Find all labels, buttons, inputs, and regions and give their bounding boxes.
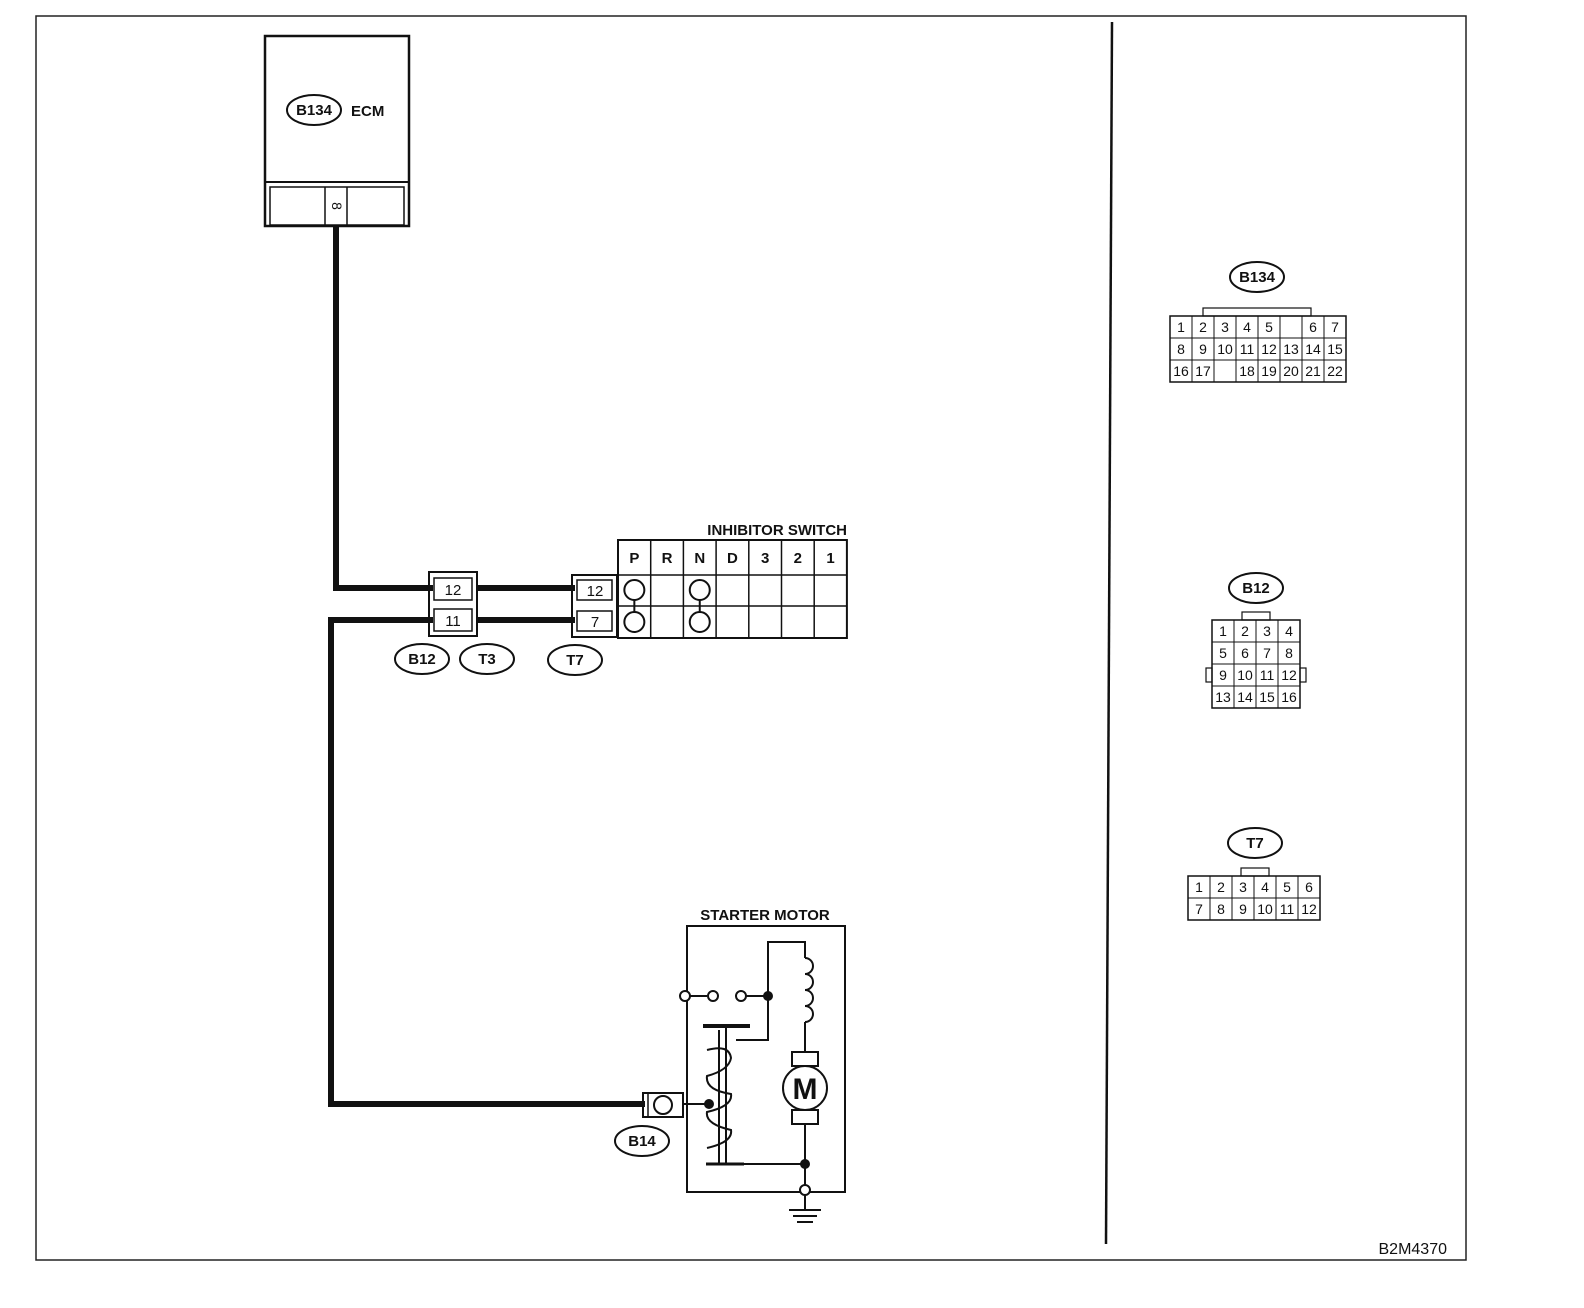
starter-motor-title: STARTER MOTOR [700,907,830,924]
switch-contact [623,611,646,633]
connector-pin-number: 6 [1309,319,1317,335]
switch-position-label: 3 [761,550,769,567]
connector-pin-number: 18 [1239,363,1255,379]
ecm-pin-label: 8 [329,202,345,210]
connector-pin-number: 9 [1219,667,1227,683]
joint-pin-bottom: 11 [445,613,461,630]
switch-pin-top: 12 [587,583,604,600]
wiring-harness [328,226,645,1107]
connector-pin-number: 10 [1257,901,1273,917]
switch-pin-bottom: 7 [591,614,599,631]
connector-pin-number: 16 [1173,363,1189,379]
connector-pin-number: 1 [1195,879,1203,895]
connector-pin-number: 3 [1263,623,1271,639]
connector-pin-number: 3 [1221,319,1229,335]
connector-pin-number: 11 [1240,341,1255,357]
ecm-connector-label: B134 [296,102,333,119]
connector-pin-number: 7 [1331,319,1339,335]
connector-pin-number: 1 [1219,623,1227,639]
connector-pin-number: 20 [1283,363,1299,379]
switch-grid [617,539,848,639]
motor-symbol: M [793,1073,818,1106]
switch-position-label: N [694,550,705,567]
connector-pin-number: 4 [1243,319,1251,335]
connector-pin-number: 12 [1301,901,1317,917]
connector-view-label: T7 [1246,835,1264,852]
switch-position-label: 1 [826,550,834,567]
connector-pin-number: 1 [1177,319,1185,335]
switch-position-label: 2 [794,550,802,567]
connector-pin-number: 22 [1327,363,1343,379]
connector-pin-number: 2 [1241,623,1249,639]
joint-connector: 12 11 B12 T3 [394,571,515,675]
connector-pin-number: 21 [1305,363,1321,379]
connector-pin-number: 9 [1239,901,1247,917]
switch-position-label: D [727,550,738,567]
switch-connector-label: T7 [566,652,584,669]
figure-code: B2M4370 [1379,1241,1448,1258]
switch-contact [688,579,711,601]
connector-pin-number: 3 [1239,879,1247,895]
connector-pin-number: 6 [1305,879,1313,895]
connector-pin-number: 12 [1281,667,1297,683]
connector-pin-number: 8 [1177,341,1185,357]
diagram-frame [35,15,1467,1261]
connector-pin-number: 14 [1237,689,1253,705]
switch-contact [688,611,711,633]
connector-view-label: B12 [1242,580,1270,597]
connector-pin-number: 13 [1215,689,1231,705]
connector-pin-number: 17 [1195,363,1211,379]
connector-pin-number: 4 [1261,879,1269,895]
switch-contact [623,579,646,601]
connector-view-label: B134 [1239,269,1276,286]
connector-pin-number: 15 [1327,341,1343,357]
connector-pin-number: 12 [1261,341,1277,357]
connector-pin-number: 10 [1217,341,1233,357]
connector-pin-number: 14 [1305,341,1321,357]
ecm-unit: B134 ECM 8 [263,34,411,228]
connector-pin-number: 5 [1219,645,1227,661]
connector-pin-number: 2 [1199,319,1207,335]
ecm-label: ECM [351,103,384,120]
starter-motor: STARTER MOTOR B14 [614,907,846,1223]
joint-connector-b-label: T3 [478,651,496,668]
connector-pin-number: 7 [1263,645,1271,661]
starter-connector-label: B14 [628,1133,656,1150]
switch-position-label: R [662,550,673,567]
inhibitor-switch: INHIBITOR SWITCH 12 7 P R N D 3 2 1 T7 [547,522,848,676]
connector-pin-number: 2 [1217,879,1225,895]
connector-pin-number: 6 [1241,645,1249,661]
connector-pin-number: 11 [1280,901,1295,917]
connector-pin-number: 8 [1217,901,1225,917]
joint-connector-a-label: B12 [408,651,436,668]
inhibitor-switch-title: INHIBITOR SWITCH [707,522,847,539]
connector-pin-number: 5 [1283,879,1291,895]
connector-pin-number: 11 [1260,667,1275,683]
joint-pin-top: 12 [445,582,462,599]
connector-pin-number: 13 [1283,341,1299,357]
connector-pin-number: 19 [1261,363,1277,379]
connector-pin-number: 7 [1195,901,1203,917]
switch-position-label: P [629,550,639,567]
connector-pin-number: 9 [1199,341,1207,357]
connector-pin-number: 5 [1265,319,1273,335]
connector-pin-number: 16 [1281,689,1297,705]
panel-divider [1104,21,1114,1245]
connector-pin-number: 15 [1259,689,1275,705]
connector-pin-number: 10 [1237,667,1253,683]
connector-pin-number: 8 [1285,645,1293,661]
connector-pin-number: 4 [1285,623,1293,639]
